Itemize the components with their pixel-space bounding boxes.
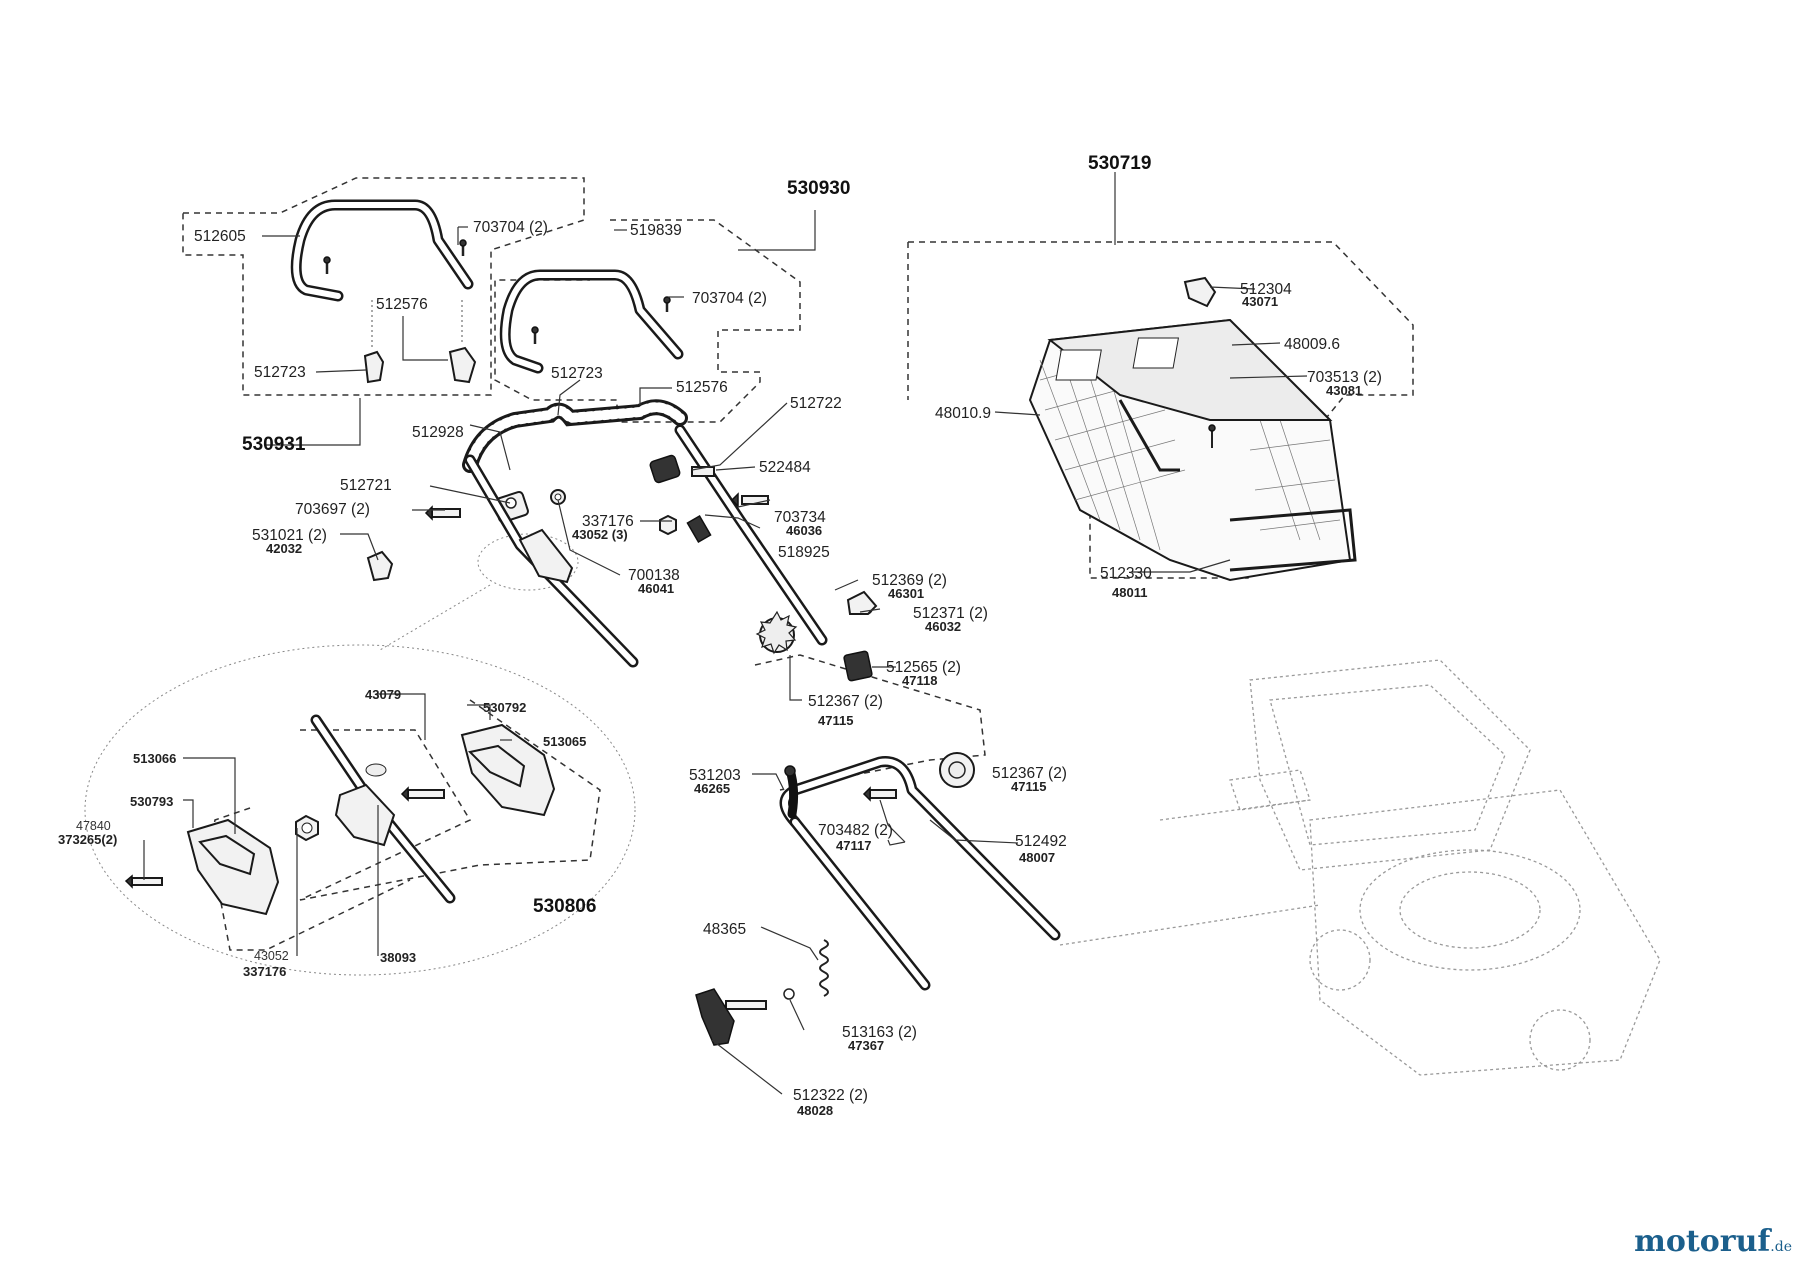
detail-callout-ellipse <box>84 644 636 976</box>
part-label-703482: 703482 (2) <box>818 822 893 839</box>
part-label-337176-a: 337176 <box>582 513 634 530</box>
part-label-700138: 700138 <box>628 567 680 584</box>
part-sub-43052-3: 43052 (3) <box>572 527 628 542</box>
clamps-left-group <box>363 300 477 384</box>
part-label-512367-a: 512367 (2) <box>808 693 883 710</box>
part-label-43079: 43079 <box>365 687 401 702</box>
part-sub-43071: 43071 <box>1242 294 1278 309</box>
part-label-530792: 530792 <box>483 700 526 715</box>
lower-handle-512492 <box>779 756 1061 991</box>
part-label-512576-b: 512576 <box>676 379 728 396</box>
part-sub-47117: 47117 <box>836 838 871 853</box>
part-sub-42032: 42032 <box>266 541 302 556</box>
ghost-mower <box>1059 659 1661 1076</box>
part-label-530793: 530793 <box>130 794 173 809</box>
part-sub-48011: 48011 <box>1112 585 1147 600</box>
part-label-703513: 703513 (2) <box>1307 369 1382 386</box>
part-sub-47115-b: 47115 <box>1011 779 1046 794</box>
part-sub-48028: 48028 <box>797 1103 833 1118</box>
part-label-512565: 512565 (2) <box>886 659 961 676</box>
spring-knob-hardware <box>695 939 829 1046</box>
part-label-43052: 43052 <box>254 949 289 963</box>
part-sub-46041: 46041 <box>638 581 674 596</box>
part-sub-47115-a: 47115 <box>818 713 853 728</box>
part-label-512723-a: 512723 <box>254 364 306 381</box>
part-label-48010: 48010.9 <box>935 405 991 422</box>
part-label-512304: 512304 <box>1240 281 1292 298</box>
part-sub-46036: 46036 <box>786 523 822 538</box>
part-sub-47367: 47367 <box>848 1038 884 1053</box>
part-sub-46265: 46265 <box>694 781 730 796</box>
part-label-703704-a: 703704 (2) <box>473 219 548 236</box>
part-label-513065: 513065 <box>543 734 586 749</box>
part-label-703734: 703734 <box>774 509 826 526</box>
part-label-518925: 518925 <box>778 544 830 561</box>
part-label-531021: 531021 (2) <box>252 527 327 544</box>
group-label-530806: 530806 <box>533 896 596 917</box>
adjust-knobs <box>755 590 975 788</box>
detail-parts <box>124 714 556 916</box>
part-labels: 512605 703704 (2) 512576 512723 519839 7… <box>58 219 1382 1118</box>
part-label-703697: 703697 (2) <box>295 501 370 518</box>
part-label-522484: 522484 <box>759 459 811 476</box>
part-label-48009: 48009.6 <box>1284 336 1340 353</box>
part-sub-47118: 47118 <box>902 673 937 688</box>
detail-source-ellipse <box>477 533 579 591</box>
hardware-center <box>366 466 769 582</box>
group-label-530719: 530719 <box>1088 153 1151 174</box>
lower-handle-right <box>674 424 828 646</box>
part-label-512928: 512928 <box>412 424 464 441</box>
part-label-512723-b: 512723 <box>551 365 603 382</box>
part-label-512576-a: 512576 <box>376 296 428 313</box>
part-sub-48007: 48007 <box>1019 850 1055 865</box>
logo-name: motoruf <box>1634 1224 1771 1259</box>
grass-catcher-530719 <box>1028 276 1357 582</box>
part-label-512367-b: 512367 (2) <box>992 765 1067 782</box>
upper-handle-512605 <box>290 199 474 302</box>
group-label-530931: 530931 <box>242 434 306 455</box>
part-label-48365: 48365 <box>703 921 746 938</box>
group-label-530930: 530930 <box>787 178 850 199</box>
part-label-337176-b: 337176 <box>243 964 286 979</box>
leader-lines <box>143 172 1308 1095</box>
lower-handle-left <box>464 454 639 668</box>
part-label-512492: 512492 <box>1015 833 1067 850</box>
part-label-512371: 512371 (2) <box>913 605 988 622</box>
part-label-47840: 47840 <box>76 819 111 833</box>
part-sub-43081: 43081 <box>1326 383 1362 398</box>
part-sub-46032: 46032 <box>925 619 961 634</box>
part-label-513163: 513163 (2) <box>842 1024 917 1041</box>
part-label-512330: 512330 <box>1100 565 1152 582</box>
part-label-512605: 512605 <box>194 228 246 245</box>
part-label-512322: 512322 (2) <box>793 1087 868 1104</box>
part-label-512721: 512721 <box>340 477 392 494</box>
part-label-373265: 373265(2) <box>58 832 117 847</box>
part-label-703704-b: 703704 (2) <box>692 290 767 307</box>
upper-handle-519839 <box>499 269 684 374</box>
part-label-512369: 512369 (2) <box>872 572 947 589</box>
part-label-519839: 519839 <box>630 222 682 239</box>
part-label-513066: 513066 <box>133 751 176 766</box>
part-label-531203: 531203 <box>689 767 741 784</box>
part-label-512722: 512722 <box>790 395 842 412</box>
motoruf-logo[interactable]: motoruf.de <box>1634 1224 1792 1259</box>
part-sub-46301: 46301 <box>888 586 924 601</box>
logo-tld: .de <box>1770 1239 1792 1255</box>
part-label-38093: 38093 <box>380 950 416 965</box>
